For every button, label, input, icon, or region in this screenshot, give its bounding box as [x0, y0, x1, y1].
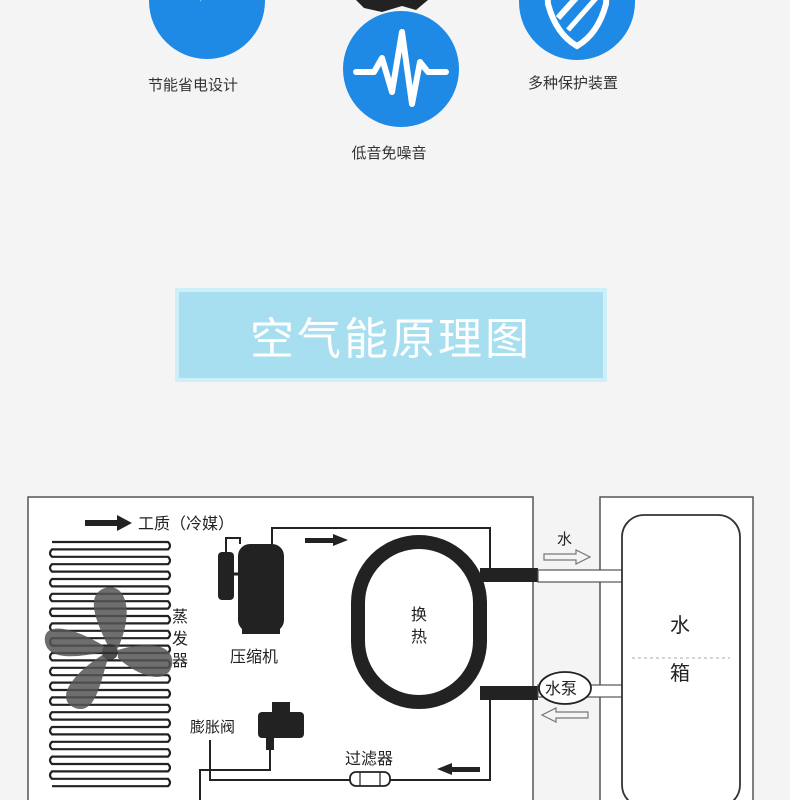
shield-icon	[519, 0, 635, 60]
battery-charge-icon	[149, 0, 265, 59]
heat-exchanger	[351, 535, 538, 709]
expansion-valve	[258, 702, 304, 750]
water-tank-label: 水 箱	[670, 613, 696, 685]
pipe-compressor-in	[225, 537, 241, 552]
expansion-valve-label: 膨胀阀	[190, 718, 235, 736]
air-energy-schematic: 工质（冷媒） 压缩机 蒸 发 器 换 热 水	[27, 496, 754, 800]
water-label: 水	[557, 530, 572, 548]
evaporator-label: 蒸 发 器	[172, 607, 193, 670]
refrigerant-label: 工质（冷媒）	[138, 514, 234, 533]
title-banner: 空气能原理图	[175, 288, 607, 382]
compressor	[218, 544, 284, 634]
water-pipe-top	[537, 569, 627, 583]
sound-wave-icon	[343, 11, 459, 127]
feature-label-low-noise: 低音免噪音	[351, 144, 427, 162]
water-out-arrow	[543, 549, 592, 565]
pipe-discharge	[271, 527, 491, 575]
filter	[349, 771, 391, 787]
water-in-arrow	[540, 707, 589, 723]
feature-label-protection: 多种保护装置	[527, 74, 619, 92]
banner-title: 空气能原理图	[250, 314, 532, 365]
water-pump	[538, 671, 592, 705]
compressor-label: 压缩机	[230, 647, 278, 666]
filter-label: 过滤器	[345, 749, 393, 768]
flow-arrow-right	[305, 534, 348, 546]
heat-exchanger-label: 换 热	[411, 605, 432, 646]
flow-arrow-left	[437, 763, 480, 775]
water-pump-label: 水泵	[545, 679, 577, 698]
decorative-shape	[356, 0, 428, 12]
fan-icon	[44, 587, 173, 710]
refrigerant-flow-arrow	[85, 515, 132, 531]
feature-label-energy-saving: 节能省电设计	[147, 76, 239, 94]
